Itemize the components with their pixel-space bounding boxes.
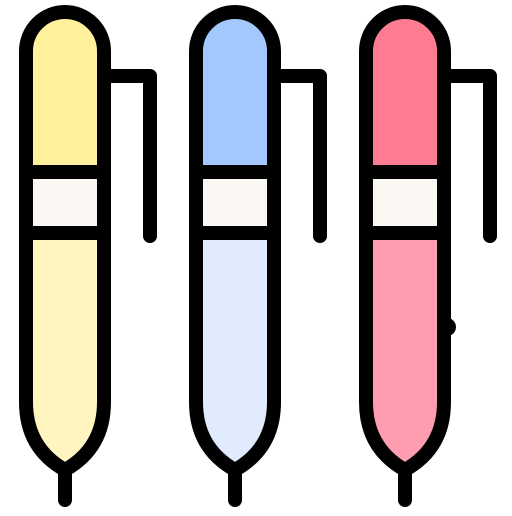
pen-shine-pink: [437, 263, 456, 336]
pen-band-pink: [366, 172, 444, 233]
pen-pink: [359, 5, 497, 507]
pen-body-blue: [196, 233, 274, 470]
pen-band-blue: [196, 172, 274, 233]
pen-band-yellow: [26, 172, 104, 233]
pen-cap-pink: [366, 12, 444, 172]
pen-blue: [189, 5, 327, 507]
pen-cap-yellow: [26, 12, 104, 172]
pen-outline-yellow: [19, 5, 111, 477]
pen-clip-blue: [267, 69, 327, 243]
pen-yellow: [19, 5, 157, 507]
pen-body-pink: [366, 233, 444, 470]
shine-dot: [438, 318, 456, 336]
pen-cap-blue: [196, 12, 274, 172]
pen-clip-pink: [437, 69, 497, 243]
pen-outline-blue: [189, 5, 281, 477]
pen-body-yellow: [26, 233, 104, 470]
pen-clip-yellow: [97, 69, 157, 243]
pen-outline-pink: [359, 5, 451, 477]
